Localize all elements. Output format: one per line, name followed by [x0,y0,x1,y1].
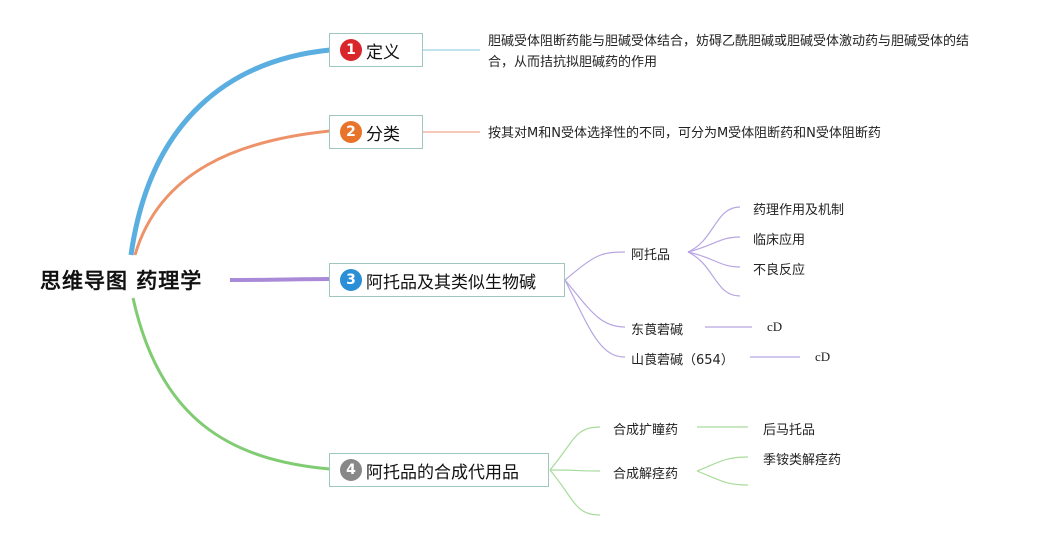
branch-label: 阿托品的合成代用品 [366,462,519,483]
connector-atropine-adverse [687,251,741,268]
subtopic-anisodamine[interactable]: 山莨菪碱（654） [631,353,734,368]
leaf-cd[interactable]: cD [815,349,831,364]
connector-definition [128,47,331,256]
number-badge: 4 [340,459,362,481]
subtopic-antispasmodics[interactable]: 合成解痉药 [613,467,679,482]
connector-synthetic-substitutes [131,297,331,471]
connector-quaternary [696,456,749,472]
branch-atropine-group[interactable]: 3 阿托品及其类似生物碱 [329,263,565,297]
connector-atropine-group [229,277,331,282]
number-badge: 1 [340,39,362,61]
connector-synthetic-empty [549,469,601,516]
number-badge: 2 [340,121,362,143]
leaf-cd[interactable]: cD [767,319,783,334]
connector-mydriatics [549,426,601,471]
branch-label: 分类 [366,124,400,145]
leaf-adverse-reactions[interactable]: 不良反应 [753,263,806,278]
leaf-homatropine[interactable]: 后马托品 [763,423,816,438]
leaf-pharmacology[interactable]: 药理作用及机制 [753,203,845,218]
classification-text: 按其对M和N受体选择性的不同，可分为M受体阻断药和N受体阻断药 [488,126,881,141]
connector-atropine-empty [687,251,741,297]
connector-anisodamine [564,279,626,358]
connector-antispasmodics [549,469,601,472]
connector-antispasmodics-empty [696,470,749,486]
subtopic-scopolamine[interactable]: 东莨菪碱 [631,323,684,338]
number-badge: 3 [340,269,362,291]
definition-text: 胆碱受体阻断药能与胆碱受体结合，妨碍乙酰胆碱或胆碱受体激动药与胆碱受体的结合，从… [488,34,970,70]
subtopic-mydriatics[interactable]: 合成扩瞳药 [613,423,679,438]
connector-atropine-pharm [687,206,741,253]
branch-definition[interactable]: 1 定义 [329,33,423,67]
branch-label: 定义 [366,42,400,63]
branch-classification[interactable]: 2 分类 [329,115,423,149]
connector-scopolamine [564,279,626,328]
connector-atropine [564,251,626,281]
root-topic[interactable]: 思维导图 药理学 [40,269,203,293]
leaf-quaternary-antispasmodics[interactable]: 季铵类解痉药 [763,453,842,468]
branch-synthetic-substitutes[interactable]: 4 阿托品的合成代用品 [329,453,549,487]
connector-atropine-clinical [687,236,741,253]
branch-label: 阿托品及其类似生物碱 [366,272,536,293]
connector-classification [133,129,331,256]
leaf-clinical-use[interactable]: 临床应用 [753,233,806,248]
subtopic-atropine[interactable]: 阿托品 [631,248,671,263]
